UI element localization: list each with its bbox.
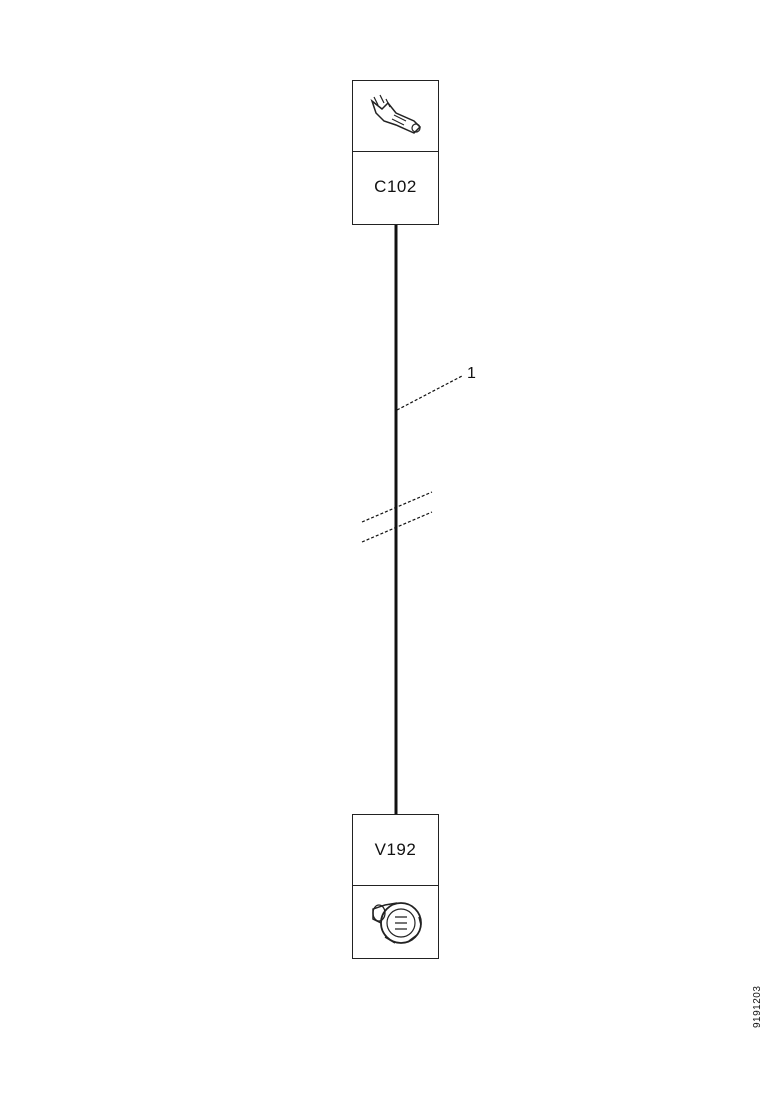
component-image-cell: [353, 885, 438, 955]
connector-plug-icon: [369, 94, 421, 134]
component-c102: C102: [352, 80, 439, 225]
image-id-label: 9191203: [752, 985, 763, 1028]
wire-break-mark-upper: [361, 491, 433, 523]
callout-number: 1: [467, 365, 476, 382]
component-v192: V192: [352, 814, 439, 959]
component-code-label: V192: [374, 840, 417, 859]
callout-leader-line: [396, 375, 463, 411]
wire-break-mark-lower: [361, 511, 433, 543]
connector-image-cell: [353, 81, 438, 151]
connector-code-label: C102: [374, 176, 417, 196]
connector-code-cell: C102: [353, 151, 438, 221]
component-code-cell: V192: [353, 815, 438, 885]
round-connector-icon: [371, 901, 422, 944]
